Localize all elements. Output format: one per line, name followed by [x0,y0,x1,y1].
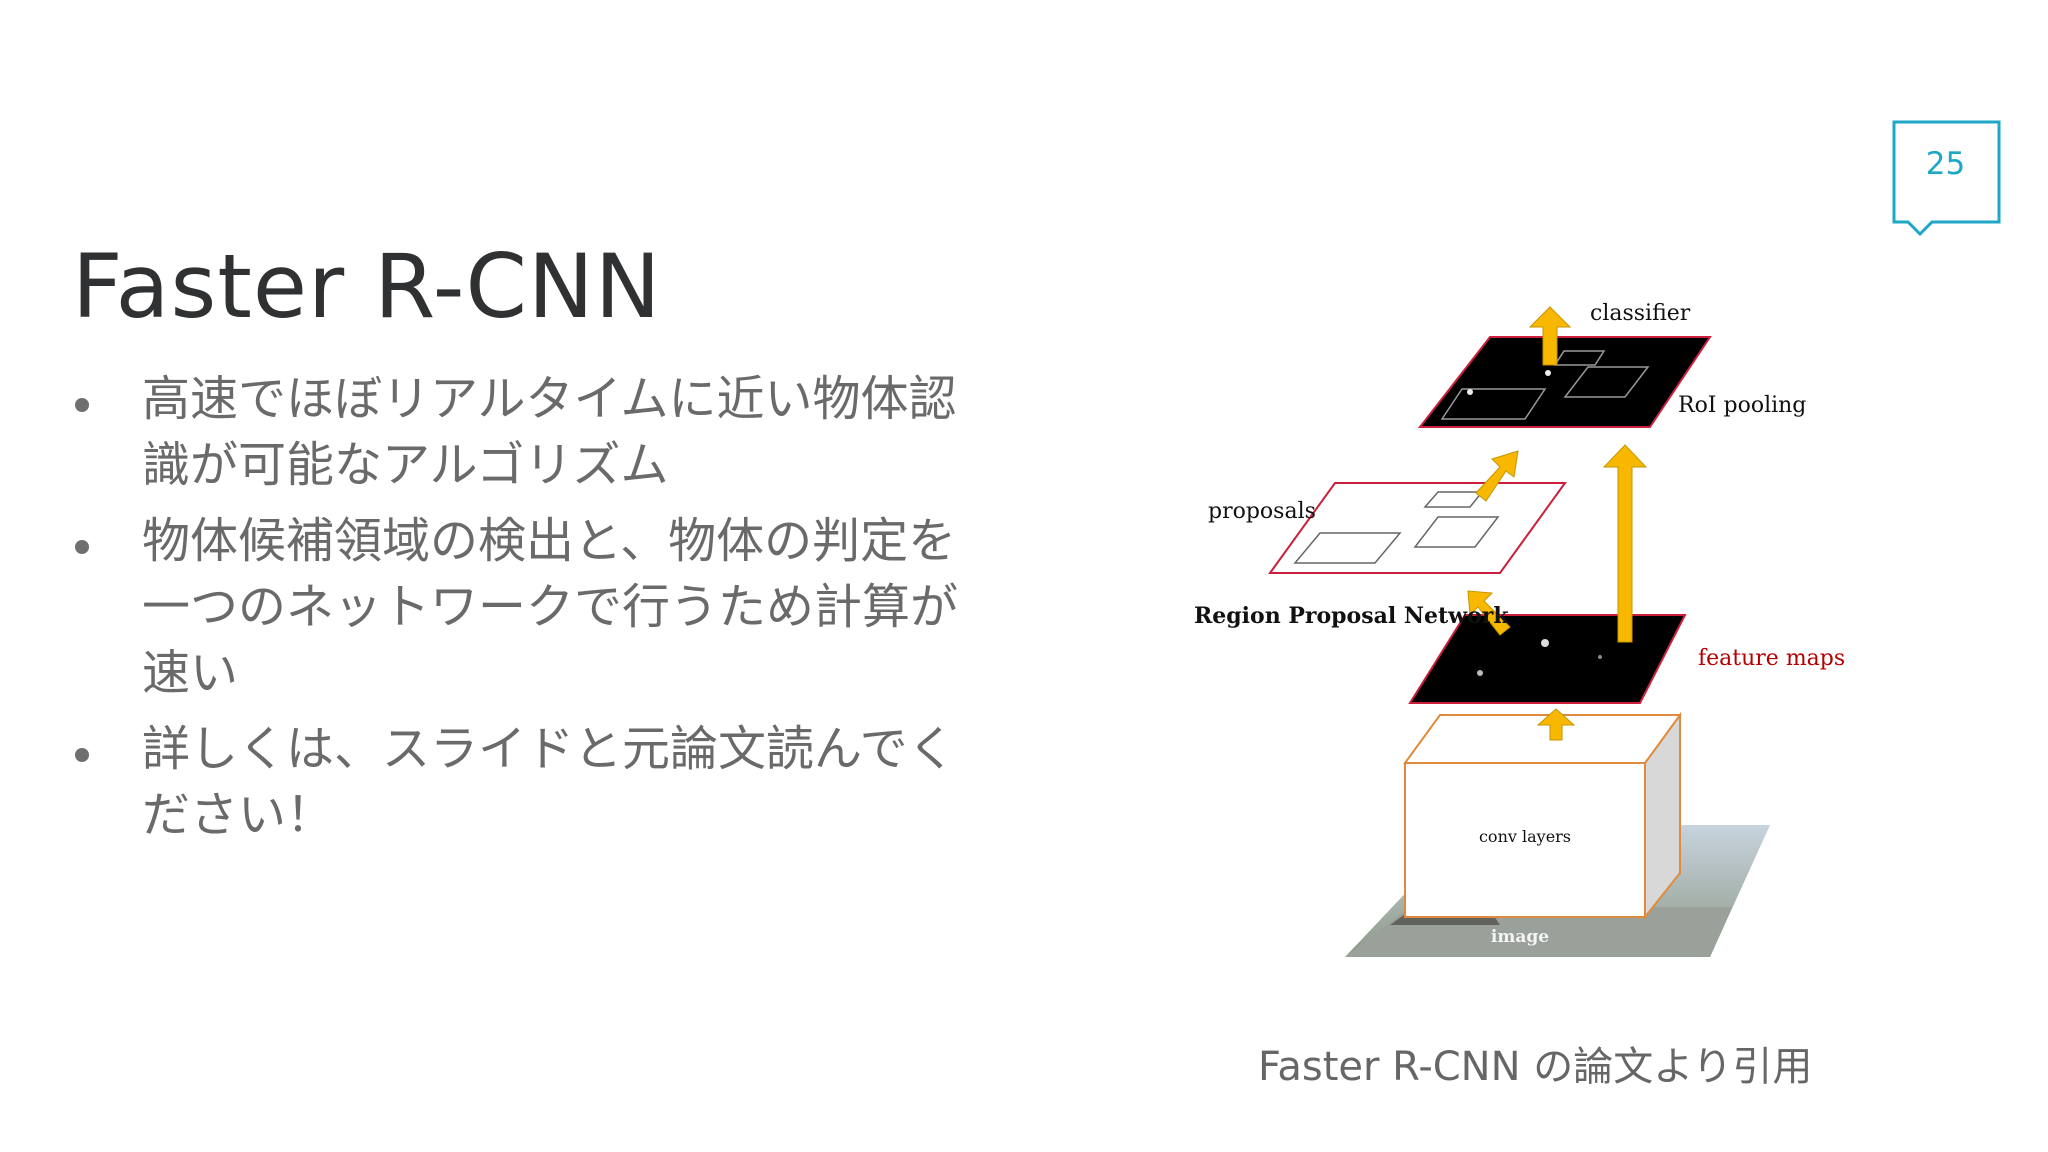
feature-maps-label: feature maps [1698,646,1845,671]
conv-layers-box: conv layers [1403,711,1682,920]
bullet-item: 物体候補領域の検出と、物体の判定を一つのネットワークで行うため計算が速い [70,508,990,706]
bullet-text: 物体候補領域の検出と、物体の判定を一つのネットワークで行うため計算が速い [142,513,959,701]
image-label: image [1491,927,1549,947]
roi-pooling-plane: RoI pooling [1417,336,1806,428]
slide-title: Faster R-CNN [72,234,662,338]
arrows [1467,306,1648,741]
bullet-text: 高速でほぼリアルタイムに近い物体認識が可能なアルゴリズム [142,371,957,493]
rpn-label: Region Proposal Network [1194,603,1509,629]
bullet-dot-icon [75,748,89,762]
bullet-item: 高速でほぼリアルタイムに近い物体認識が可能なアルゴリズム [70,366,990,498]
feature-maps-plane: feature maps [1408,614,1845,704]
faster-rcnn-diagram: image conv layers feature maps proposals [1194,301,1845,957]
bullet-item: 詳しくは、スライドと元論文読んでください！ [70,716,990,848]
proposals-plane: proposals [1208,482,1567,574]
page-number: 25 [1925,146,1966,182]
arrow-up-icon [1536,708,1576,741]
arrow-diagonal-icon [1467,590,1511,636]
page-number-badge: 25 [1892,120,2002,238]
bullet-text: 詳しくは、スライドと元論文読んでください！ [142,721,956,843]
arrow-up-icon [1602,444,1648,643]
figure-caption: Faster R-CNN の論文より引用 [1258,1044,1813,1090]
speech-bubble-icon [1892,120,2001,237]
conv-layers-label: conv layers [1479,827,1571,846]
proposals-label: proposals [1208,499,1316,524]
arrow-diagonal-icon [1475,450,1519,502]
bullet-list: 高速でほぼリアルタイムに近い物体認識が可能なアルゴリズム 物体候補領域の検出と、… [70,366,990,858]
bullet-dot-icon [75,398,89,412]
roi-pooling-label: RoI pooling [1678,393,1806,418]
bullet-dot-icon [75,540,89,554]
classifier-label: classifier [1590,301,1691,326]
arrow-up-icon [1528,306,1572,366]
